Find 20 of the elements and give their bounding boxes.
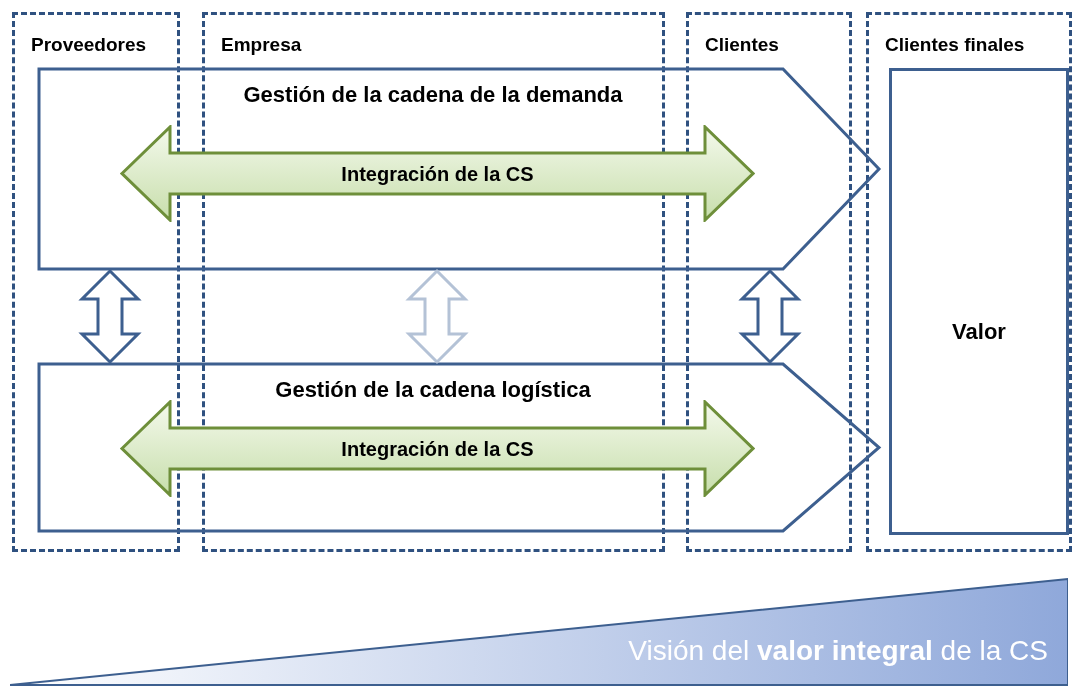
- column-header: Empresa: [221, 33, 302, 57]
- double-arrow-band: [120, 125, 755, 222]
- column-header: Clientes: [705, 33, 779, 57]
- wedge-caption: Visión del valor integral de la CS: [628, 634, 1048, 668]
- wedge-triangle: [10, 578, 1068, 686]
- double-arrow: [78, 268, 142, 365]
- band-title: Gestión de la cadena logística: [274, 376, 592, 404]
- pentagon-band: [38, 68, 880, 270]
- arrow-label: Integración de la CS: [340, 437, 535, 462]
- double-arrow: [405, 268, 469, 365]
- column-header: Proveedores: [31, 33, 147, 57]
- arrow-label: Integración de la CS: [340, 162, 535, 187]
- box-label: Valor: [951, 318, 1007, 346]
- pentagon-band: [38, 363, 880, 532]
- double-arrow: [738, 268, 802, 365]
- dashed-column: [866, 12, 1072, 552]
- value-box: [889, 68, 1069, 535]
- double-arrow-band: [120, 400, 755, 497]
- band-title: Gestión de la cadena de la demanda: [242, 81, 624, 109]
- column-header: Clientes finales: [885, 33, 1025, 57]
